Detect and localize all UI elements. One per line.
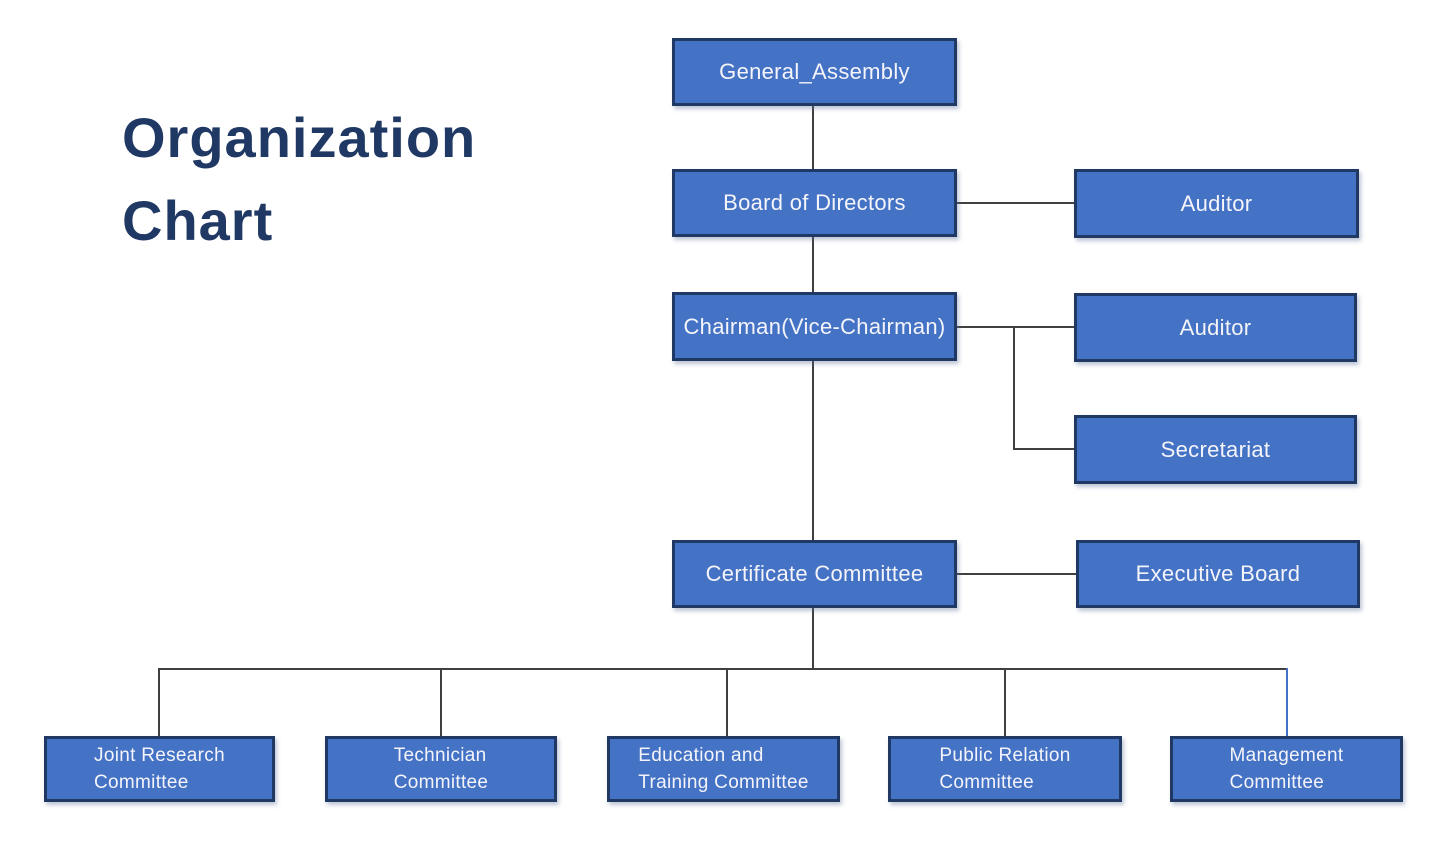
node-label: General_Assembly: [719, 59, 910, 84]
connector-chairman-to-auditor: [957, 326, 1074, 328]
node-board-of-directors: Board of Directors: [672, 169, 957, 237]
node-general-assembly: General_Assembly: [672, 38, 957, 106]
connector-rail-to-technician: [440, 668, 442, 736]
connector-board-to-auditor: [957, 202, 1074, 204]
node-label: Public Relation Committee: [939, 745, 1071, 793]
node-label: Joint Research Committee: [94, 745, 225, 793]
node-label: Board of Directors: [723, 190, 906, 215]
connector-certificate-to-executive: [957, 573, 1076, 575]
node-label: Education and Training Committee: [638, 745, 809, 793]
connector-rail-to-education: [726, 668, 728, 736]
node-label: Chairman(Vice-Chairman): [683, 313, 946, 339]
node-auditor-mid: Auditor: [1074, 293, 1357, 362]
node-chairman: Chairman(Vice-Chairman): [672, 292, 957, 361]
connector-branch-vertical: [1013, 326, 1015, 450]
node-executive-board: Executive Board: [1076, 540, 1360, 608]
node-label: Certificate Committee: [705, 561, 924, 586]
page-title: Organization Chart: [122, 106, 477, 252]
node-education-training-committee: Education and Training Committee: [607, 736, 840, 802]
connector-branch-to-secretariat: [1013, 448, 1074, 450]
connector-certificate-to-rail: [812, 608, 814, 669]
node-label: Secretariat: [1160, 436, 1271, 462]
connector-rail-to-joint-research: [158, 668, 160, 736]
node-public-relation-committee: Public Relation Committee: [888, 736, 1122, 802]
node-management-committee: Management Committee: [1170, 736, 1403, 802]
node-auditor-top: Auditor: [1074, 169, 1359, 238]
node-technician-committee: Technician Committee: [325, 736, 557, 802]
node-label: Management Committee: [1229, 745, 1344, 793]
connector-chairman-to-certificate: [812, 361, 814, 540]
connector-board-to-chairman: [812, 237, 814, 292]
node-label: Auditor: [1180, 190, 1253, 216]
node-joint-research-committee: Joint Research Committee: [44, 736, 275, 802]
connector-rail-to-management: [1286, 668, 1288, 736]
node-label: Executive Board: [1135, 561, 1301, 586]
connector-general-to-board: [812, 106, 814, 169]
connector-bottom-rail: [158, 668, 1288, 670]
node-label: Auditor: [1179, 314, 1252, 340]
node-secretariat: Secretariat: [1074, 415, 1357, 484]
node-certificate-committee: Certificate Committee: [672, 540, 957, 608]
node-label: Technician Committee: [393, 745, 489, 793]
connector-rail-to-public-relation: [1004, 668, 1006, 736]
